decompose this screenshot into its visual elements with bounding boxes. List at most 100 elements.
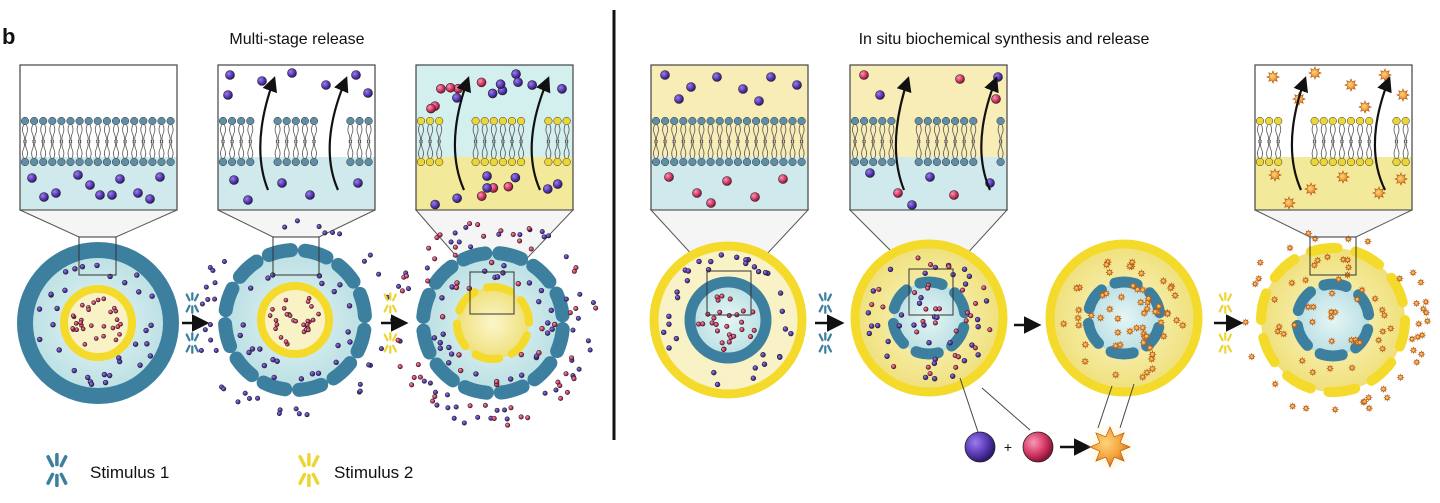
purple-molecule <box>587 347 593 353</box>
product-star <box>1348 364 1356 372</box>
purple-molecule <box>439 295 445 301</box>
purple-molecule <box>666 313 672 320</box>
lipid-head <box>951 157 960 167</box>
zoom-box <box>706 270 752 316</box>
purple-molecule <box>553 387 559 393</box>
red-molecule <box>893 188 903 198</box>
red-molecule <box>518 351 525 358</box>
red-molecule <box>101 296 107 302</box>
purple-molecule <box>432 389 438 395</box>
reaction-icons <box>964 423 1134 471</box>
reaction-equation: + <box>964 423 1134 471</box>
lipid-head <box>166 116 175 126</box>
purple-molecule <box>405 286 411 292</box>
red-molecule <box>923 306 929 312</box>
product-star <box>1081 340 1090 349</box>
purple-molecule <box>870 288 877 294</box>
purple-molecule <box>575 315 581 321</box>
product-star <box>1072 284 1081 293</box>
product-star <box>1355 338 1364 347</box>
product-star <box>1138 285 1148 294</box>
product-star <box>1273 327 1282 336</box>
product-star <box>1151 307 1160 316</box>
purple-molecule <box>911 322 917 328</box>
lipid-head <box>887 116 896 126</box>
red-molecule <box>740 308 746 314</box>
lipid-head <box>869 157 878 167</box>
purple-molecule <box>136 289 142 295</box>
purple-molecule <box>461 420 467 426</box>
product-star <box>1074 313 1083 323</box>
lipid-head <box>498 157 507 167</box>
red-molecule <box>525 415 531 421</box>
product-star <box>1144 294 1153 303</box>
product-star <box>1304 303 1313 311</box>
lipid-tail <box>1329 124 1336 144</box>
lipid-head <box>507 116 517 126</box>
lipid-tail <box>140 139 147 159</box>
red-molecule <box>273 318 279 323</box>
purple-molecule <box>777 354 783 360</box>
vesicle-stage1 <box>198 218 390 418</box>
lipid-head <box>679 116 688 126</box>
lipid-head <box>697 157 706 167</box>
product-star <box>1308 318 1317 326</box>
purple-molecule <box>576 366 582 372</box>
lipid-tail <box>888 124 895 144</box>
lipid-head <box>300 157 309 167</box>
burst-ray <box>193 333 200 342</box>
lipid-tail <box>1393 139 1400 159</box>
purple-molecule <box>246 396 252 402</box>
red-molecule <box>706 198 716 208</box>
purple-molecule <box>931 360 938 367</box>
product-star <box>1140 309 1149 318</box>
product-star <box>1139 338 1148 347</box>
lipid-head <box>670 157 679 167</box>
red-molecule <box>101 324 107 329</box>
lipid-head <box>1319 157 1328 167</box>
purple-molecule <box>674 289 680 295</box>
product-star <box>1128 281 1138 290</box>
product-star <box>1096 313 1105 322</box>
lipid-tail <box>283 124 290 144</box>
lipid-tail <box>961 139 968 159</box>
red-molecule <box>309 304 314 309</box>
purple-molecule <box>27 173 37 183</box>
lipid-tail <box>798 124 805 144</box>
red-molecule <box>411 375 417 381</box>
panel-label: b <box>2 24 15 49</box>
lipid-head <box>932 116 941 126</box>
purple-molecule <box>950 373 956 379</box>
purple-molecule <box>321 80 331 90</box>
red-molecule <box>481 233 487 239</box>
lipid-tail <box>1266 139 1272 159</box>
red-molecule <box>452 244 458 250</box>
lipid-head <box>969 157 978 167</box>
burst-ray <box>298 472 307 485</box>
lipid-head <box>1401 157 1410 167</box>
lipid-tail <box>744 139 750 159</box>
lipid-head <box>923 116 932 126</box>
product-star <box>1422 297 1430 306</box>
purple-molecule <box>865 168 875 178</box>
purple-molecule <box>330 229 336 235</box>
product-star <box>1344 263 1353 272</box>
lipid-head <box>770 116 779 126</box>
product-star <box>1336 170 1350 184</box>
lipid-head <box>850 116 860 126</box>
lipid-head <box>273 116 282 126</box>
lipid-head <box>139 157 148 167</box>
lipid-head <box>706 157 715 167</box>
red-molecule <box>915 255 921 261</box>
product-star <box>1159 276 1168 286</box>
product-star <box>1105 304 1114 314</box>
lipid-head <box>148 157 157 167</box>
lipid-head <box>1274 116 1283 126</box>
lipid-head <box>130 157 139 167</box>
lipid-head <box>20 116 30 126</box>
purple-molecule <box>538 287 545 294</box>
red-molecule <box>453 284 460 291</box>
purple-molecule <box>107 190 117 200</box>
lipid-tail <box>158 139 165 159</box>
